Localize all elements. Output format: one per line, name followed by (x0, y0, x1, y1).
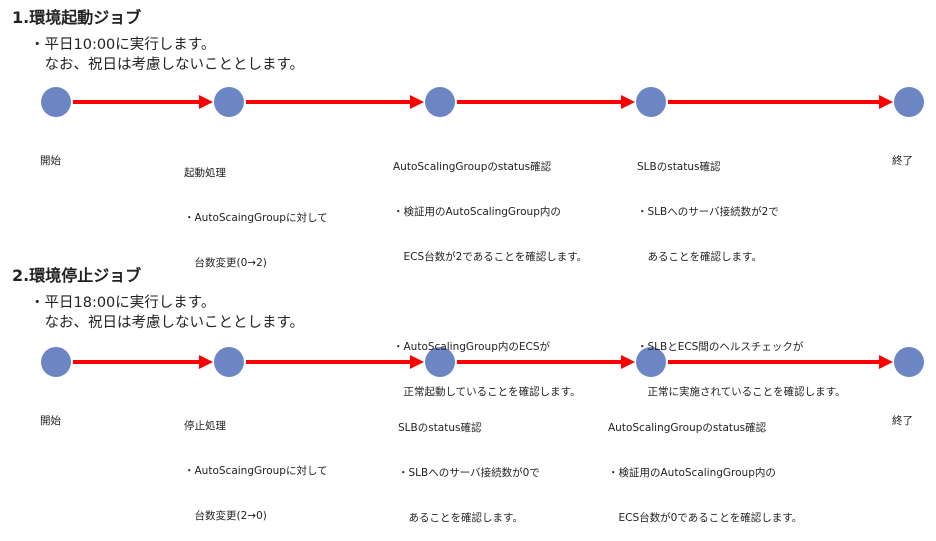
flow-arrow (246, 355, 424, 369)
flow-arrow (668, 95, 893, 109)
flow-arrow (73, 355, 213, 369)
step-detail-line (637, 295, 846, 310)
step-node (425, 347, 455, 377)
step-detail-line: ・SLBへのサーバ接続数が0で (398, 467, 540, 479)
step-label: 起動処理 ・AutoScaingGroupに対して 台数変更(0→2) (184, 136, 328, 286)
step-detail-line: ・検証用のAutoScalingGroup内の (608, 467, 776, 479)
flow-diagram (41, 347, 924, 377)
step-detail-line: ECS台数が2であることを確認します。 (393, 251, 588, 263)
step-node (636, 87, 666, 117)
step-heading: 起動処理 (184, 167, 226, 179)
step-heading: 終了 (892, 415, 913, 427)
step-label: 開始 (40, 384, 61, 444)
step-detail-line (393, 295, 587, 310)
flow-arrow (457, 355, 635, 369)
step-heading: SLBのstatus確認 (637, 161, 721, 173)
step-detail-line: 台数変更(0→2) (184, 257, 267, 269)
step-node (214, 347, 244, 377)
step-label: SLBのstatus確認 ・SLBへのサーバ接続数が0で あることを確認します。 (398, 391, 540, 541)
step-detail-line: ・AutoScaingGroupに対して (184, 212, 328, 224)
step-detail-line: ・AutoScalingGroup内のECSが (393, 341, 551, 353)
step-heading: AutoScalingGroupのstatus確認 (393, 161, 552, 173)
step-label: SLBのstatus確認 ・SLBへのサーバ接続数が2で あることを確認します。… (637, 130, 846, 415)
flow-arrow (246, 95, 424, 109)
step-detail-line: ・検証用のAutoScalingGroup内の (393, 206, 561, 218)
section-title: 1.環境起動ジョブ (12, 8, 142, 27)
step-node (425, 87, 455, 117)
flow-arrow (457, 95, 635, 109)
step-heading: 開始 (40, 415, 61, 427)
step-detail-line: ・SLBへのサーバ接続数が2で (637, 206, 779, 218)
start-node (41, 87, 71, 117)
step-detail-line: あることを確認します。 (637, 251, 762, 263)
flow-diagram (41, 87, 924, 117)
section-description-line: なお、祝日は考慮しないこととします。 (30, 57, 305, 73)
flow-arrow (73, 95, 213, 109)
step-detail-line: ECS台数が0であることを確認します。 (608, 512, 803, 524)
step-detail-line: ・AutoScaingGroupに対して (184, 465, 328, 477)
step-heading: AutoScalingGroupのstatus確認 (608, 422, 767, 434)
step-label: 終了 (892, 384, 913, 444)
step-detail-line: 台数変更(2→0) (184, 510, 267, 522)
step-node (636, 347, 666, 377)
end-node (894, 347, 924, 377)
step-detail-line: ・SLBとECS間のヘルスチェックが (637, 341, 804, 353)
flow-arrow (668, 355, 893, 369)
section-description-line: なお、祝日は考慮しないこととします。 (30, 315, 305, 331)
step-heading: 停止処理 (184, 420, 226, 432)
step-heading: 開始 (40, 155, 61, 167)
step-heading: 終了 (892, 155, 913, 167)
step-label: 停止処理 ・AutoScaingGroupに対して 台数変更(2→0) (184, 389, 328, 539)
end-node (894, 87, 924, 117)
start-node (41, 347, 71, 377)
step-detail-line: 正常起動していることを確認します。 (393, 386, 581, 398)
step-label: AutoScalingGroupのstatus確認 ・検証用のAutoScali… (608, 391, 802, 541)
step-node (214, 87, 244, 117)
step-label: 開始 (40, 124, 61, 184)
section-description-line: ・平日10:00に実行します。 (30, 37, 216, 53)
step-detail-line: あることを確認します。 (398, 512, 523, 524)
step-heading: SLBのstatus確認 (398, 422, 482, 434)
step-detail-line: 正常に実施されていることを確認します。 (637, 386, 846, 398)
section-description-line: ・平日18:00に実行します。 (30, 295, 216, 311)
step-label: AutoScalingGroupのstatus確認 ・検証用のAutoScali… (393, 130, 587, 415)
section-title: 2.環境停止ジョブ (12, 266, 142, 285)
step-label: 終了 (892, 124, 913, 184)
